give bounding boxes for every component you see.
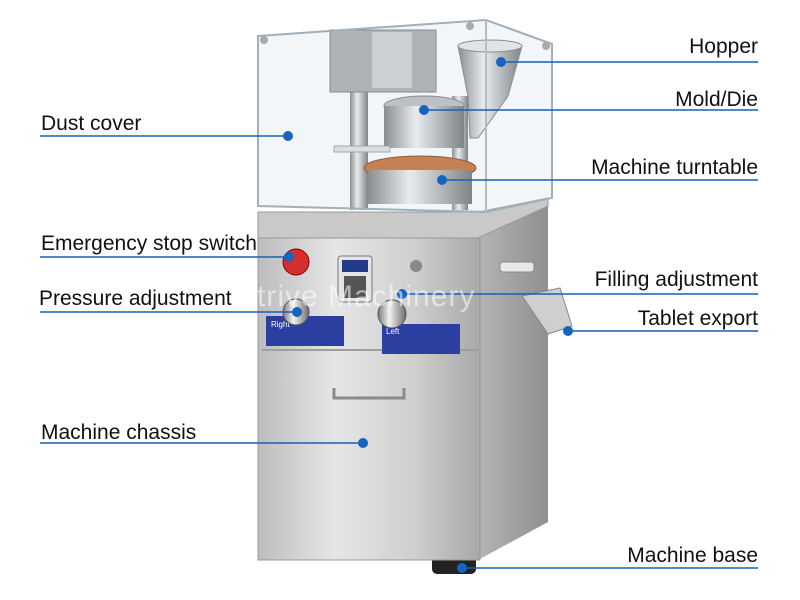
label-mold-die: Mold/Die: [675, 88, 758, 111]
dot-mold-die: [419, 105, 429, 115]
label-dust-cover: Dust cover: [41, 112, 142, 135]
side-handle: [499, 261, 535, 273]
label-machine-chassis: Machine chassis: [41, 421, 197, 444]
top-block-highlight: [372, 32, 412, 88]
dot-hopper: [496, 57, 506, 67]
label-filling-adjustment: Filling adjustment: [594, 268, 758, 291]
filling-knob-top: [410, 260, 422, 272]
watermark-text: Strive Machinery: [236, 280, 476, 313]
filling-handwheel: [377, 299, 407, 329]
cover-screw-2: [466, 22, 474, 30]
label-emergency-stop-switch: Emergency stop switch: [41, 232, 257, 255]
label-machine-base: Machine base: [627, 544, 758, 567]
label-tablet-export: Tablet export: [637, 307, 758, 330]
hopper-rim: [457, 39, 523, 53]
dot-machine-chassis: [358, 438, 368, 448]
label-pressure-adjustment: Pressure adjustment: [39, 287, 232, 310]
chassis-door-handle: [332, 388, 406, 400]
callout-dots: [283, 57, 573, 573]
dot-machine-turntable: [437, 175, 447, 185]
right-plate-text: Right: [271, 320, 290, 329]
chassis-side-panel: [478, 206, 548, 560]
dot-dust-cover: [283, 131, 293, 141]
dust-cover-body: [257, 18, 553, 214]
label-machine-turntable: Machine turntable: [591, 156, 758, 179]
display-screen: [342, 260, 368, 272]
display-keypad: [344, 276, 366, 298]
bar-plate: [333, 145, 391, 153]
dot-machine-base: [457, 563, 467, 573]
dot-filling-adjustment: [397, 289, 407, 299]
callout-lines: [40, 61, 758, 569]
cover-screw-3: [542, 42, 550, 50]
left-operation-plate: [382, 324, 460, 354]
tablet-chute: [521, 287, 573, 335]
label-hopper: Hopper: [689, 35, 758, 58]
cover-screw-1: [260, 36, 268, 44]
left-plate-text: Left: [386, 327, 400, 336]
turntable-lower: [368, 170, 472, 204]
dot-pressure-adjustment: [292, 307, 302, 317]
dot-emergency-stop: [284, 252, 294, 262]
dot-tablet-export: [563, 326, 573, 336]
